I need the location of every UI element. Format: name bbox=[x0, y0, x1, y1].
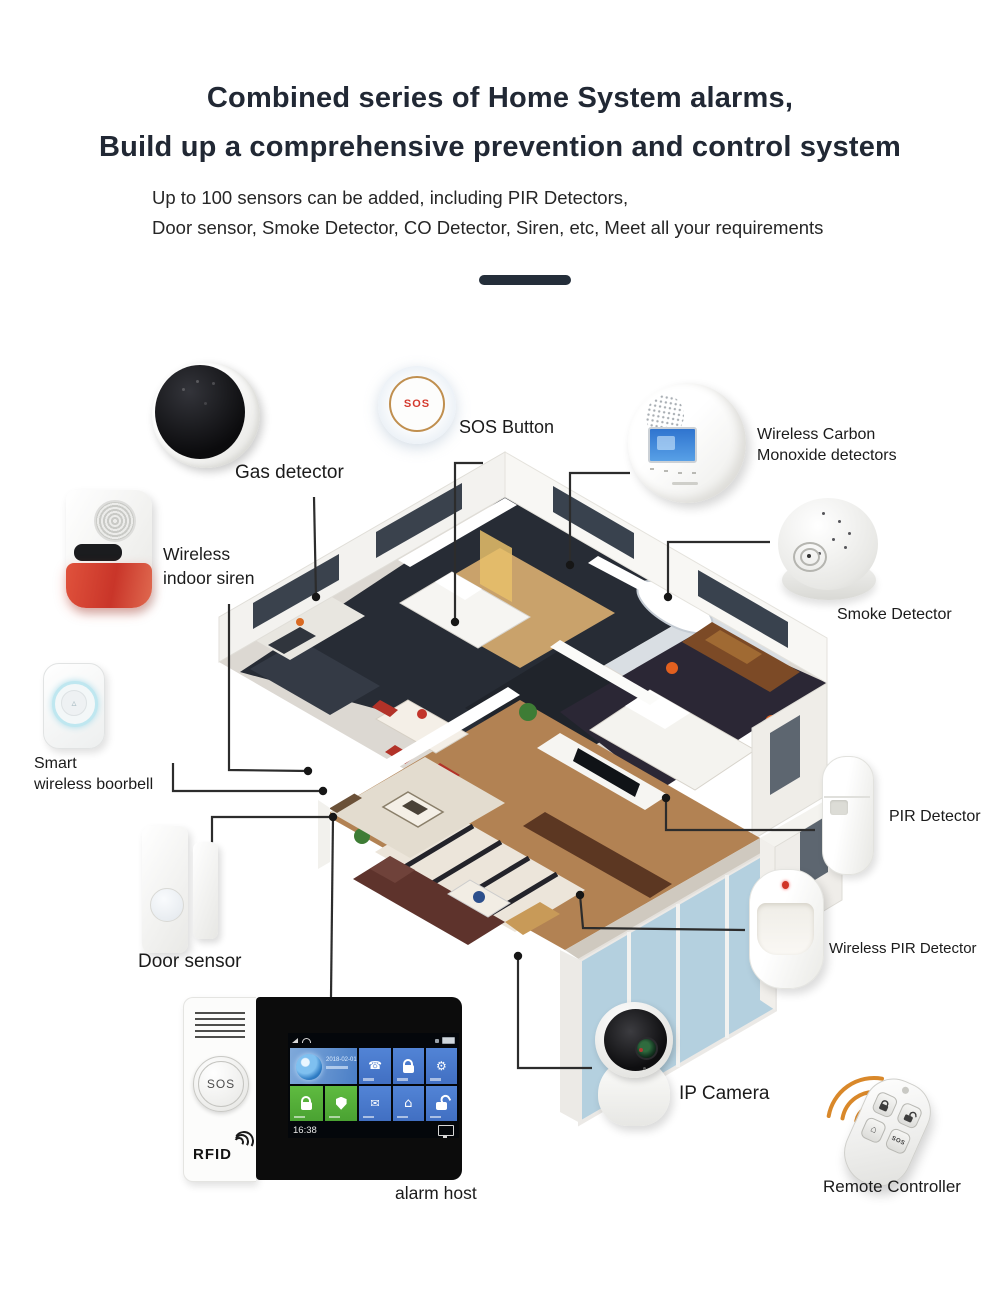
ip-camera-label: IP Camera bbox=[679, 1083, 770, 1104]
siren-red-strobe bbox=[66, 563, 152, 608]
wireless-pir-label: Wireless PIR Detector bbox=[829, 940, 977, 957]
smoke-detector-label: Smoke Detector bbox=[837, 606, 952, 623]
camera-mic-dot bbox=[643, 1067, 646, 1070]
tile-arm bbox=[290, 1085, 323, 1121]
wifi-icon bbox=[302, 1038, 311, 1043]
co-detector-buttons bbox=[650, 468, 654, 470]
gas-detector-face bbox=[155, 365, 245, 459]
globe-icon bbox=[296, 1054, 322, 1080]
tile-home-globe: 2018-02-01 bbox=[290, 1048, 358, 1084]
co-detector-lcd bbox=[648, 427, 697, 463]
doorbell-label: Smart wireless boorbell bbox=[34, 755, 154, 793]
home-icon: ⌂ bbox=[404, 1095, 413, 1111]
alarm-host-screen: 2018-02-01 ☎ ⚙ bbox=[288, 1033, 459, 1138]
sos-button-text: SOS bbox=[403, 398, 431, 410]
tile-home-mode: ⌂ bbox=[392, 1085, 424, 1121]
pir-detector-seam bbox=[824, 796, 870, 798]
co-detector-label: Wireless Carbon Monoxide detectors bbox=[757, 426, 897, 464]
sos-button-device: SOS bbox=[389, 376, 445, 432]
tile-protect bbox=[324, 1085, 358, 1121]
page-title-line2: Build up a comprehensive prevention and … bbox=[98, 131, 902, 163]
sos-button-label: SOS Button bbox=[459, 417, 555, 437]
remote-controller-label: Remote Controller bbox=[823, 1177, 961, 1196]
siren-label: Wireless indoor siren bbox=[163, 544, 255, 588]
lock-icon bbox=[402, 1058, 414, 1073]
door-sensor-label: Door sensor bbox=[138, 951, 242, 972]
tile-disarm bbox=[425, 1085, 457, 1121]
rfid-label: RFID bbox=[193, 1146, 232, 1163]
alarm-host-front-panel: SOS RFID bbox=[183, 997, 256, 1182]
subtitle-line2: Door sensor, Smoke Detector, CO Detector… bbox=[152, 217, 824, 238]
remote-lock-button bbox=[870, 1090, 899, 1119]
subtitle-line1: Up to 100 sensors can be added, includin… bbox=[152, 187, 629, 208]
remote-sos-button: SOS bbox=[884, 1126, 913, 1156]
page-title-line1: Combined series of Home System alarms, bbox=[206, 82, 794, 114]
tile-settings: ⚙ bbox=[425, 1048, 457, 1084]
remote-buttons: ⌂ SOS bbox=[859, 1090, 924, 1156]
ip-camera-device bbox=[593, 1002, 677, 1130]
tile-messages: ✉ bbox=[359, 1085, 391, 1121]
doorbell-ring-glow bbox=[52, 681, 98, 727]
alarm-host-sos-button: SOS bbox=[193, 1056, 249, 1112]
remote-notch bbox=[900, 1085, 911, 1095]
display-icon bbox=[438, 1124, 454, 1138]
co-detector-brand-mark bbox=[672, 482, 698, 485]
tile-call: ☎ bbox=[359, 1048, 391, 1084]
unlock-icon bbox=[903, 1113, 914, 1123]
unlock-icon bbox=[435, 1102, 447, 1111]
mail-icon: ✉ bbox=[370, 1096, 380, 1110]
remote-unlock-button bbox=[895, 1101, 924, 1130]
doorbell-icon: ▵ bbox=[71, 697, 77, 709]
door-sensor-magnet bbox=[193, 842, 218, 939]
smoke-detector-vents bbox=[822, 512, 825, 515]
gas-detector-indicators bbox=[182, 388, 185, 391]
signal-icon bbox=[292, 1038, 298, 1043]
screen-date: 2018-02-01 bbox=[326, 1056, 357, 1069]
siren-sensor-window bbox=[74, 544, 122, 561]
gas-detector-label: Gas detector bbox=[235, 462, 344, 483]
door-sensor-button bbox=[150, 888, 184, 922]
tile-security bbox=[392, 1048, 424, 1084]
camera-lens-icon bbox=[635, 1037, 658, 1060]
screen-bottom-bar: 16:38 bbox=[288, 1122, 459, 1138]
smoke-detector-device bbox=[778, 498, 878, 590]
rfid-wave-icon bbox=[232, 1129, 256, 1153]
smoke-detector-speaker bbox=[793, 542, 827, 572]
battery-icon bbox=[442, 1037, 455, 1044]
remote-home-button: ⌂ bbox=[859, 1115, 888, 1145]
alarm-host-device: SOS RFID bbox=[183, 997, 462, 1182]
home-icon: ⌂ bbox=[868, 1123, 879, 1137]
screen-time: 16:38 bbox=[293, 1124, 317, 1136]
doorbell-button: ▵ bbox=[61, 690, 87, 716]
alarm-host-screen-bezel: 2018-02-01 ☎ ⚙ bbox=[256, 997, 462, 1180]
gear-icon: ⚙ bbox=[436, 1058, 447, 1073]
pir-detector-lens bbox=[830, 800, 848, 815]
wireless-pir-led bbox=[782, 881, 789, 889]
pir-detector-label: PIR Detector bbox=[889, 808, 981, 825]
lock-icon bbox=[878, 1102, 889, 1112]
ip-camera-head bbox=[595, 1002, 673, 1078]
ip-camera-face bbox=[604, 1009, 667, 1071]
divider-bar bbox=[479, 275, 571, 285]
pir-detector-device bbox=[822, 756, 874, 875]
arm-lock-icon bbox=[300, 1096, 312, 1111]
alarm-host-label: alarm host bbox=[395, 1183, 477, 1203]
screen-status-bar bbox=[288, 1033, 459, 1047]
speaker-grille bbox=[195, 1012, 245, 1038]
siren-speaker bbox=[94, 500, 136, 542]
wireless-pir-lens bbox=[757, 903, 814, 955]
shield-icon bbox=[335, 1096, 347, 1110]
screen-tile-grid: 2018-02-01 ☎ ⚙ bbox=[288, 1047, 459, 1122]
lock-status-icon bbox=[435, 1038, 439, 1043]
phone-icon: ☎ bbox=[368, 1059, 382, 1073]
